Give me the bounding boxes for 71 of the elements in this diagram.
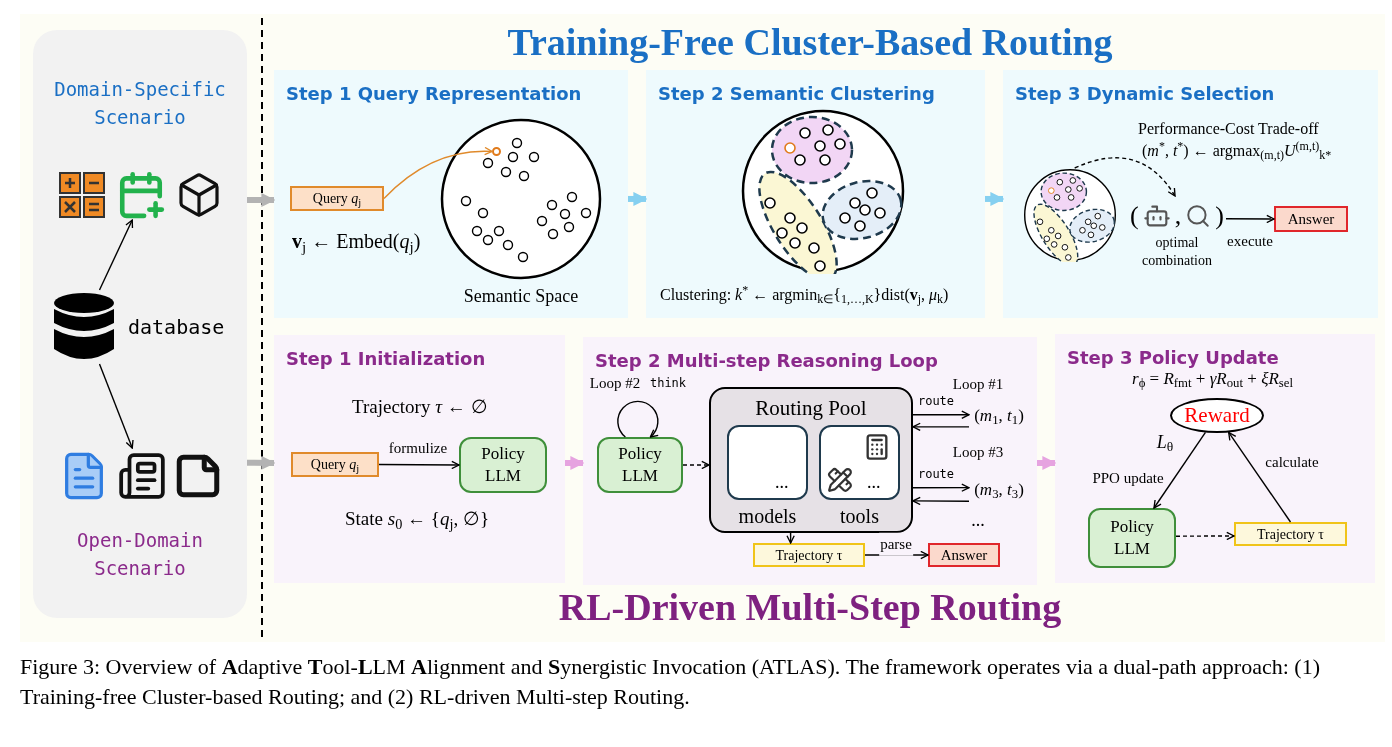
- combination-caption: optimal combination: [1141, 234, 1213, 270]
- parenthesis: ): [1215, 200, 1224, 232]
- policy-llm-box: Policy LLM: [597, 437, 683, 493]
- arrow: [1228, 431, 1292, 523]
- group-caption: models: [737, 504, 798, 529]
- panel-heading: Step 1 Initialization: [286, 347, 486, 371]
- arrow: [1153, 431, 1207, 509]
- formula: Trajectory τ ← ∅: [352, 395, 488, 419]
- flow-arrow: [985, 191, 1005, 206]
- step-panel: [646, 70, 985, 318]
- arrow: [912, 496, 970, 506]
- routing-pool-box: [709, 387, 913, 533]
- arrow: [912, 410, 970, 419]
- flow-arrow: [247, 192, 276, 207]
- reward-ellipse: Reward: [1170, 398, 1264, 433]
- step-panel: [274, 70, 628, 318]
- pool-heading: Routing Pool: [754, 395, 868, 422]
- arrow: [912, 422, 970, 432]
- parenthesis: (: [1130, 200, 1139, 232]
- policy-llm-box: Policy LLM: [459, 437, 547, 493]
- formula: v$_{j}$ ← Embed(q$_{j}$): [292, 229, 421, 256]
- query-box: Query q$_{j}$: [290, 186, 384, 211]
- panel-heading: Step 3 Policy Update: [1067, 346, 1279, 370]
- flow-arrow: [628, 191, 648, 206]
- scenario-panel: [33, 30, 247, 618]
- answer-box: Answer: [928, 543, 1000, 567]
- scenario-heading: Domain-Specific Scenario: [53, 77, 227, 130]
- policy-llm-box: Policy LLM: [1088, 508, 1176, 568]
- formula: Clustering: k$^{*}$ ← argmin$_{k∈}${$_{1,…,K}$}dist(v$_{j}$, μ$_{k}$): [660, 283, 949, 307]
- group-caption: tools: [839, 504, 880, 529]
- formula: State s$_{0}$ ← {q$_{j}$, ∅}: [345, 507, 489, 534]
- arrow: [786, 532, 795, 544]
- answer-box: Answer: [1274, 206, 1348, 232]
- arrow: [378, 460, 460, 470]
- arrow: [383, 147, 493, 200]
- ellipsis-label: ...: [775, 471, 789, 494]
- arrow: [1225, 214, 1275, 224]
- arrow: [98, 219, 134, 291]
- panel-heading: Step 3 Dynamic Selection: [1015, 82, 1275, 106]
- ellipsis-label: ...: [867, 471, 881, 494]
- flow-arrow: [1037, 456, 1057, 470]
- pair-label: (m$_{3}$, t$_{3}$): [974, 479, 1024, 503]
- arrow: [912, 483, 970, 492]
- section-title: Training-Free Cluster-Based Routing: [507, 19, 1113, 65]
- step-panel: [274, 335, 565, 583]
- section-title: RL-Driven Multi-Step Routing: [558, 584, 1062, 630]
- step-panel: [583, 337, 1037, 585]
- scenario-heading: Open-Domain Scenario: [76, 528, 204, 581]
- formula: r$_{ϕ}$ = R$_{fmt}$ + γR$_{out}$ + ξR$_{sel}$: [1132, 368, 1293, 392]
- arrow: [1074, 157, 1176, 197]
- formula-caption: Performance-Cost Trade-off: [1138, 119, 1319, 139]
- space-caption: Semantic Space: [462, 285, 580, 308]
- comma: ,: [1174, 200, 1182, 232]
- panel-heading: Step 1 Query Representation: [286, 82, 582, 106]
- pair-label: (m$_{1}$, t$_{1}$): [974, 405, 1024, 429]
- arrow: [98, 363, 134, 449]
- step-panel: [1055, 334, 1375, 583]
- arrow: [1175, 531, 1235, 541]
- query-point: [492, 147, 501, 156]
- flow-arrow: [246, 455, 276, 470]
- trajectory-box: Trajectory τ: [1234, 522, 1347, 546]
- arrow: [682, 460, 710, 470]
- panel-heading: Step 2 Multi-step Reasoning Loop: [595, 349, 938, 373]
- panel-heading: Step 2 Semantic Clustering: [658, 82, 935, 106]
- step-panel: [1003, 70, 1378, 318]
- trajectory-box: Trajectory τ: [753, 543, 865, 567]
- figure-caption: Figure 3: Overview of Adaptive Tool-LLM Alignment and Synergistic Invocation (ATLAS). The framework operates via a dual-path approach: (1) Training-free Cluster-based Routing; and (2) RL-driven Multi-step Routing.: [20, 653, 1321, 711]
- flow-arrow: [565, 455, 585, 470]
- query-box: Query q$_{j}$: [291, 452, 379, 477]
- arrow: [617, 400, 659, 438]
- database-label: database: [128, 314, 225, 341]
